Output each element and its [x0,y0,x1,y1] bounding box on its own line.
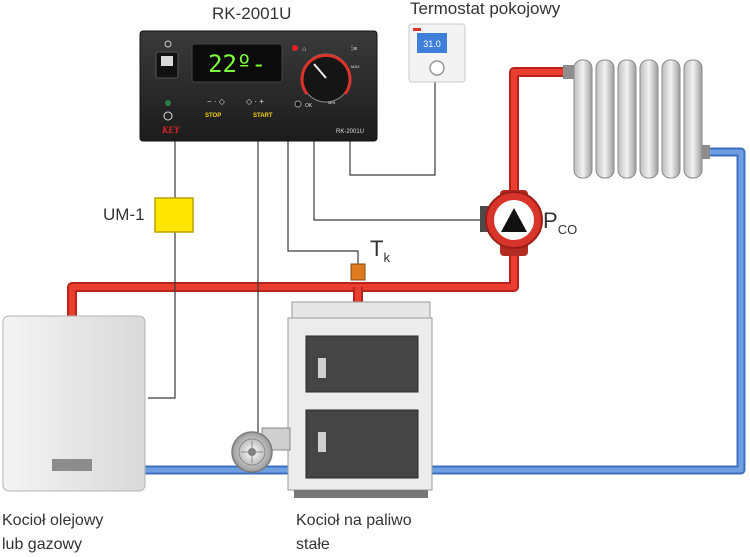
gas-oil-boiler [2,315,146,492]
signal-wires [148,82,484,432]
pump-label: PCO [543,208,578,237]
controller-rk2001u: 22º- − · ◇ ◇ · + STOP START ⌂ ⁞≡ MIN MAX… [139,30,378,142]
brand-logo: KEY [161,125,181,135]
svg-text:⁞≡: ⁞≡ [351,46,357,53]
solid-boiler-label-line2: stałe [296,536,330,553]
gas-boiler-label-line2: lub gazowy [2,536,83,553]
stop-label: STOP [205,113,221,119]
supply-pipe [67,67,570,318]
um1-module [154,197,194,233]
blower-fan [231,427,291,473]
return-pipe [145,147,746,475]
solid-fuel-boiler [287,301,433,498]
circulation-pump [480,190,543,256]
gas-boiler-label-line1: Kocioł olejowy [2,512,104,529]
thermostat-display: 31.0 [423,39,441,49]
svg-text:◇ · +: ◇ · + [246,97,264,106]
controller-display: 22º- [208,50,266,78]
module-label: UM-1 [103,205,145,224]
radiator [563,59,710,179]
svg-text:− · ◇: − · ◇ [207,97,226,106]
knob-max-label: MAX [351,64,360,69]
model-label: RK-2001U [336,129,364,135]
solid-boiler-label-line1: Kocioł na paliwo [296,512,412,529]
thermostat-title: Termostat pokojowy [410,0,561,18]
knob-min-label: MIN [328,100,335,105]
start-label: START [253,113,273,119]
sensor-label: Tk [370,236,390,265]
temperature-sensor [350,263,366,281]
room-thermostat: 31.0 [408,23,466,83]
controller-title: RK-2001U [212,4,292,23]
ok-label: OK [305,103,313,109]
svg-text:⌂: ⌂ [302,46,306,53]
